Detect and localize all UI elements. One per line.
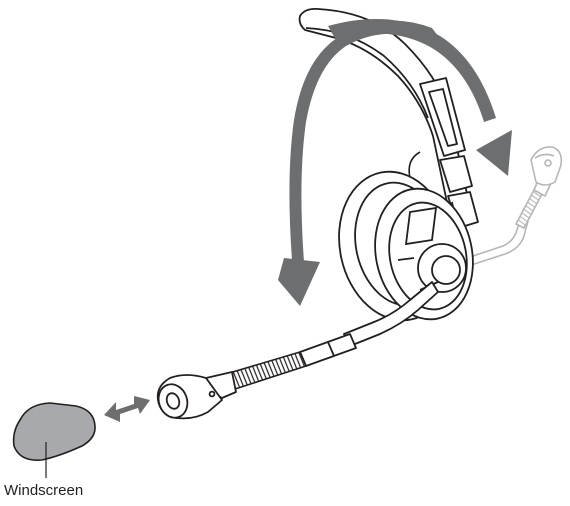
microphone-head xyxy=(156,371,237,420)
rotated-boom-ghost xyxy=(454,146,563,271)
windscreen-label: Windscreen xyxy=(4,482,84,499)
rotation-arrow-left-head xyxy=(278,258,320,306)
rotation-arrow-right-icon xyxy=(328,18,496,123)
windscreen-foam xyxy=(12,402,96,462)
double-headed-arrow-icon xyxy=(104,396,150,422)
rotation-arrow-right-head xyxy=(476,130,512,176)
mic-pivot xyxy=(417,243,467,293)
mic-gooseneck xyxy=(225,351,307,391)
